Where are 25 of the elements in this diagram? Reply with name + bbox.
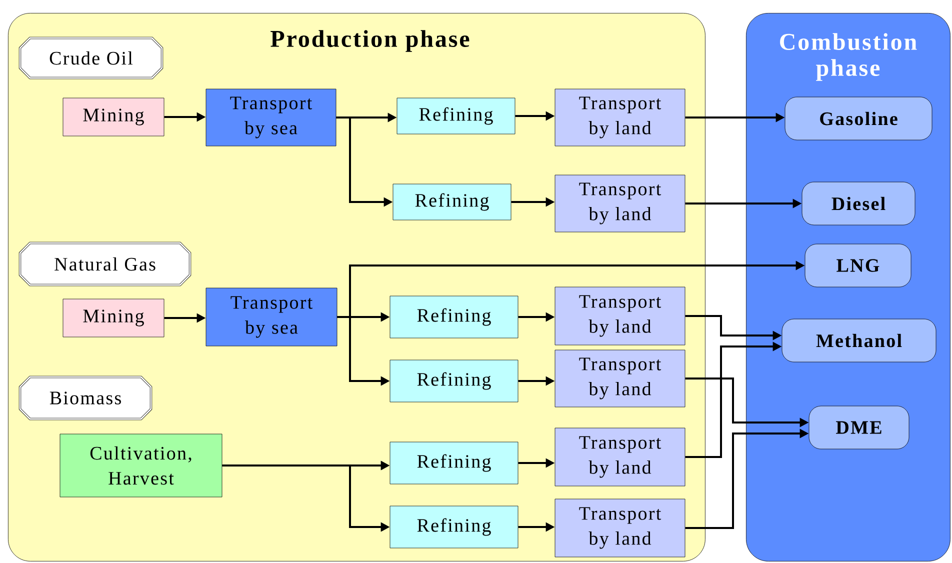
process-box: Mining: [62, 98, 164, 136]
tag-label: Crude Oil: [18, 36, 164, 80]
fuel-box: Methanol: [782, 318, 936, 362]
process-box: Transport by land: [554, 174, 686, 232]
tag-label: Biomass: [18, 376, 152, 420]
process-box: Refining: [396, 98, 516, 134]
process-box: Refining: [390, 296, 518, 338]
fuel-box: DME: [808, 406, 910, 450]
process-box: Refining: [392, 184, 512, 220]
fuel-box: Diesel: [802, 182, 916, 226]
tag-label: Natural Gas: [18, 242, 192, 286]
process-box: Transport by sea: [206, 288, 338, 346]
process-box: Transport by land: [554, 428, 686, 486]
process-box: Transport by land: [554, 286, 686, 346]
process-box: Transport by sea: [206, 88, 336, 146]
process-box: Refining: [390, 506, 518, 548]
fuel-box: Gasoline: [784, 96, 932, 140]
process-box: Transport by land: [554, 498, 686, 558]
process-box: Transport by land: [554, 88, 686, 146]
fuel-box: LNG: [804, 244, 912, 288]
process-box: Refining: [390, 360, 518, 402]
process-box: Cultivation, Harvest: [60, 434, 222, 498]
process-box: Refining: [390, 442, 518, 484]
process-box: Transport by land: [554, 350, 686, 408]
process-box: Mining: [62, 298, 164, 338]
